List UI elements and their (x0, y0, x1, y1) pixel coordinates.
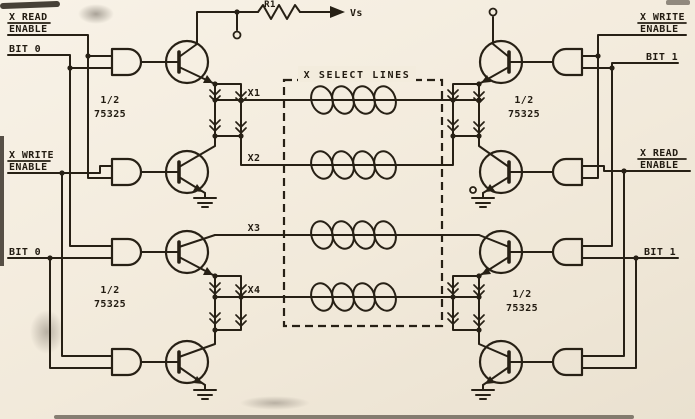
and-gate-mid-left (110, 157, 143, 187)
text-labels: X READ ENABLE BIT 0 X WRITE ENABLE BIT 0… (9, 0, 685, 314)
label-x-read-enable-left-line2: ENABLE (9, 24, 48, 35)
chip-label-bottom-left-line2: 75325 (94, 299, 126, 310)
transistor-q5 (478, 39, 524, 85)
transistor-q2 (164, 149, 210, 195)
select-line-wires (214, 83, 480, 331)
transistor-q3 (164, 229, 210, 275)
coil-x4 (310, 282, 397, 312)
label-bit1-bottom-right: BIT 1 (644, 247, 676, 258)
label-line-x1: X1 (248, 88, 261, 99)
select-box-title: X SELECT LINES (304, 70, 411, 81)
select-lines-box (282, 78, 444, 328)
terminal-strobe (232, 30, 242, 40)
gate-output-wires (140, 61, 554, 363)
ground-icon (471, 384, 495, 400)
label-x-write-enable-right-line1: X WRITE (640, 12, 685, 23)
left-input-wires (7, 34, 113, 369)
label-line-x4: X4 (248, 285, 261, 296)
and-gate-low-left (110, 237, 143, 267)
emitter-arrow (481, 75, 491, 83)
label-bit0-bottom-left: BIT 0 (9, 247, 41, 258)
transistor-q6 (478, 149, 524, 195)
label-x-write-enable-left-line1: X WRITE (9, 150, 54, 161)
label-x-write-enable-right-line2: ENABLE (640, 24, 679, 35)
chip-label-top-right-line1: 1/2 (514, 95, 533, 106)
terminal-supply-right (488, 7, 498, 17)
chip-label-top-left-line1: 1/2 (100, 95, 119, 106)
and-gate-top-left (110, 47, 143, 77)
label-line-x2: X2 (248, 153, 261, 164)
chip-label-bottom-right-line1: 1/2 (512, 289, 531, 300)
transistor-q1 (164, 39, 210, 85)
core-coils (310, 85, 397, 312)
ground-symbols (193, 192, 495, 400)
coil-x1 (310, 85, 397, 115)
chip-label-bottom-left-line1: 1/2 (100, 285, 119, 296)
label-x-read-enable-right-line1: X READ (640, 148, 679, 159)
emitter-arrow (481, 267, 491, 275)
select-lines-title-backing (298, 66, 416, 82)
label-x-read-enable-right-line2: ENABLE (640, 160, 679, 171)
emitter-arrow (203, 267, 213, 275)
and-gate-bottom-left (110, 347, 143, 377)
ground-icon (193, 384, 217, 400)
right-input-wires (581, 34, 691, 369)
label-x-read-enable-left-line1: X READ (9, 12, 48, 23)
label-line-x3: X3 (248, 223, 261, 234)
emitter-arrow (193, 184, 203, 192)
emitter-arrow (485, 184, 495, 192)
junction-dots (47, 9, 639, 333)
terminal-aux (469, 186, 477, 194)
transistor-q4 (164, 339, 210, 385)
label-supply-vs: Vs (350, 8, 363, 19)
and-gate-bottom-right (551, 347, 584, 377)
emitter-arrow (203, 75, 213, 83)
collector-and-rail-wires (178, 11, 510, 358)
coil-x3 (310, 220, 397, 250)
label-underlines (7, 22, 687, 162)
transistors (164, 39, 524, 385)
chip-label-bottom-right-line2: 75325 (506, 303, 538, 314)
label-resistor-r1: R1 (264, 0, 276, 10)
ground-icon (471, 192, 495, 208)
chip-label-top-left-line2: 75325 (94, 109, 126, 120)
chip-label-top-right-line2: 75325 (508, 109, 540, 120)
and-gates (110, 47, 584, 377)
transistor-q7 (478, 229, 524, 275)
coil-x2 (310, 150, 397, 180)
ground-icon (193, 192, 217, 208)
label-bit1-top-right: BIT 1 (646, 52, 678, 63)
resistor-r1-symbol (257, 4, 301, 20)
and-gate-low-right (551, 237, 584, 267)
transistor-q8 (478, 339, 524, 385)
and-gate-top-right (551, 47, 584, 77)
supply-arrow (330, 6, 345, 18)
and-gate-mid-right (551, 157, 584, 187)
label-bit0-top-left: BIT 0 (9, 44, 41, 55)
label-x-write-enable-left-line2: ENABLE (9, 162, 48, 173)
